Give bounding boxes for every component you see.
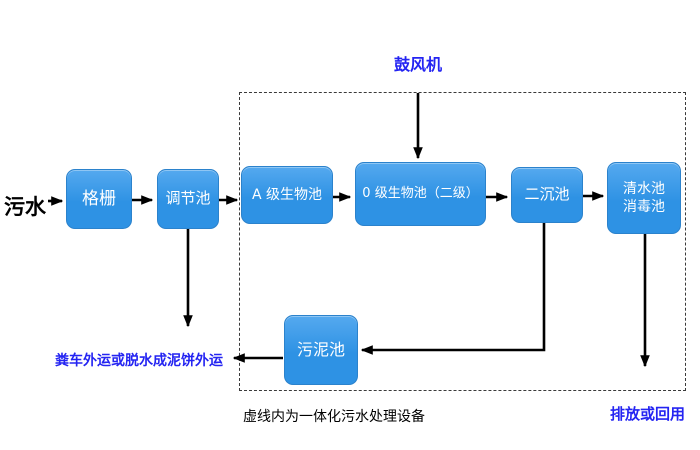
node-o-level-bio-tank-label: 0 级生物池（二级） xyxy=(362,185,479,201)
node-sludge-tank-label: 污泥池 xyxy=(296,339,345,359)
blower-label: 鼓风机 xyxy=(393,55,442,74)
node-grid: 格栅 xyxy=(66,169,132,229)
node-a-level-bio-tank: A 级生物池 xyxy=(241,166,333,224)
integrated-equipment-boundary xyxy=(239,92,686,391)
sludge-disposal-label: 粪车外运或脱水成泥饼外运 xyxy=(55,353,223,369)
arrow-sedimentation-to-sludge-tank xyxy=(360,223,546,355)
outflow-label: 排放或回用 xyxy=(610,405,686,423)
node-regulating-tank: 调节池 xyxy=(157,169,219,229)
node-regulating-tank-label: 调节池 xyxy=(165,189,211,208)
node-o-level-bio-tank: 0 级生物池（二级） xyxy=(355,162,486,226)
node-sludge-tank: 污泥池 xyxy=(284,315,358,385)
inflow-label: 污水 xyxy=(4,195,46,219)
node-clear-water-tank-label: 清水池 xyxy=(623,180,665,197)
node-clear-water-disinfection-tank: 清水池 消毒池 xyxy=(607,162,681,234)
node-secondary-sedimentation-tank: 二沉池 xyxy=(511,167,583,223)
node-disinfection-tank-label: 消毒池 xyxy=(623,199,665,215)
node-grid-label: 格栅 xyxy=(82,188,116,209)
node-secondary-sedimentation-tank-label: 二沉池 xyxy=(524,185,570,204)
node-a-level-bio-tank-label: A 级生物池 xyxy=(251,186,323,203)
boundary-caption: 虚线内为一体化污水处理设备 xyxy=(243,409,425,425)
